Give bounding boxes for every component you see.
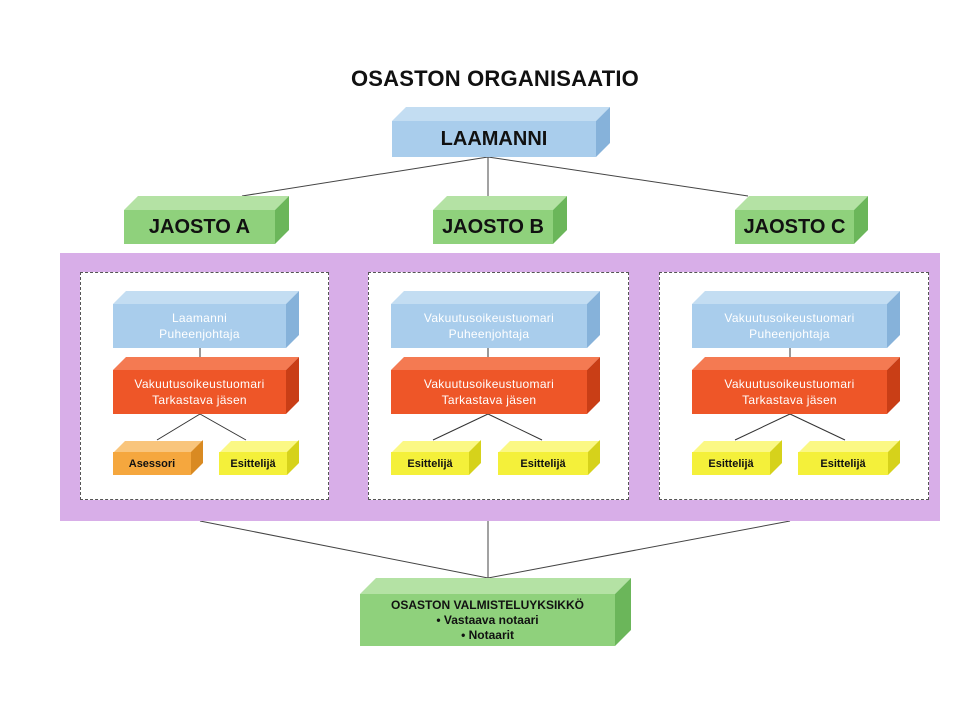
jaosto-b-reviewer-title: Vakuutusoikeustuomari (423, 377, 555, 391)
jaosto-c-chair-role: Puheenjohtaja (749, 327, 830, 341)
jaosto-b-reviewer-box: Vakuutusoikeustuomari Tarkastava jäsen (391, 357, 600, 414)
jaosto-a-label: JAOSTO A (148, 215, 251, 238)
page-title: OSASTON ORGANISAATIO (351, 66, 639, 91)
jaosto-b-box: JAOSTO B (433, 196, 567, 244)
laamanni-label: LAAMANNI (440, 127, 548, 150)
jaosto-b-label: JAOSTO B (442, 215, 544, 238)
jaosto-b-chair-box: Vakuutusoikeustuomari Puheenjohtaja (391, 291, 600, 348)
laamanni-box: LAAMANNI (392, 107, 610, 157)
jaosto-b-staff-1-label: Esittelijä (407, 457, 453, 470)
jaosto-a-staff-1: Asessori (113, 440, 203, 475)
jaosto-b-chair-title: Vakuutusoikeustuomari (423, 311, 555, 325)
jaosto-a-staff-2: Esittelijä (219, 440, 299, 475)
jaosto-a-reviewer-role: Tarkastava jäsen (152, 393, 247, 407)
jaosto-a-chair-box: Laamanni Puheenjohtaja (113, 291, 299, 348)
jaosto-a-staff-2-label: Esittelijä (230, 457, 276, 470)
connector-to-jaosto-c (487, 156, 749, 197)
prep-unit-item-2: • Notaarit (461, 627, 514, 642)
connector-prep-right (487, 520, 791, 579)
jaosto-a-chair-title: Laamanni (171, 311, 228, 325)
jaosto-c-reviewer-box: Vakuutusoikeustuomari Tarkastava jäsen (692, 357, 900, 414)
jaosto-c-staff-2: Esittelijä (798, 440, 900, 475)
jaosto-a-reviewer-title: Vakuutusoikeustuomari (134, 377, 265, 391)
jaosto-c-staff-1: Esittelijä (692, 440, 782, 475)
jaosto-a-reviewer-box: Vakuutusoikeustuomari Tarkastava jäsen (113, 357, 299, 414)
jaosto-c-staff-1-label: Esittelijä (708, 457, 754, 470)
jaosto-b-staff-1: Esittelijä (391, 440, 481, 475)
jaosto-c-reviewer-role: Tarkastava jäsen (742, 393, 837, 407)
prep-unit-title: OSASTON VALMISTELUYKSIKKÖ (391, 597, 584, 612)
jaosto-a-box: JAOSTO A (124, 196, 289, 244)
jaosto-c-staff-2-label: Esittelijä (820, 457, 866, 470)
jaosto-a-chair-role: Puheenjohtaja (159, 327, 240, 341)
prep-unit-box: OSASTON VALMISTELUYKSIKKÖ • Vastaava not… (360, 578, 631, 646)
jaosto-c-chair-box: Vakuutusoikeustuomari Puheenjohtaja (692, 291, 900, 348)
jaosto-b-reviewer-role: Tarkastava jäsen (441, 393, 537, 407)
jaosto-c-label: JAOSTO C (743, 215, 846, 238)
jaosto-b-staff-2-label: Esittelijä (520, 457, 566, 470)
jaosto-c-box: JAOSTO C (735, 196, 868, 244)
jaosto-b-chair-role: Puheenjohtaja (448, 327, 530, 341)
jaosto-b-staff-2: Esittelijä (498, 440, 600, 475)
jaosto-c-reviewer-title: Vakuutusoikeustuomari (724, 377, 855, 391)
jaosto-a-staff-1-label: Asessori (128, 457, 176, 470)
connector-to-jaosto-a (241, 156, 489, 197)
prep-unit-item-1: • Vastaava notaari (436, 612, 539, 627)
connector-prep-left (199, 520, 489, 579)
jaosto-c-chair-title: Vakuutusoikeustuomari (724, 311, 855, 325)
